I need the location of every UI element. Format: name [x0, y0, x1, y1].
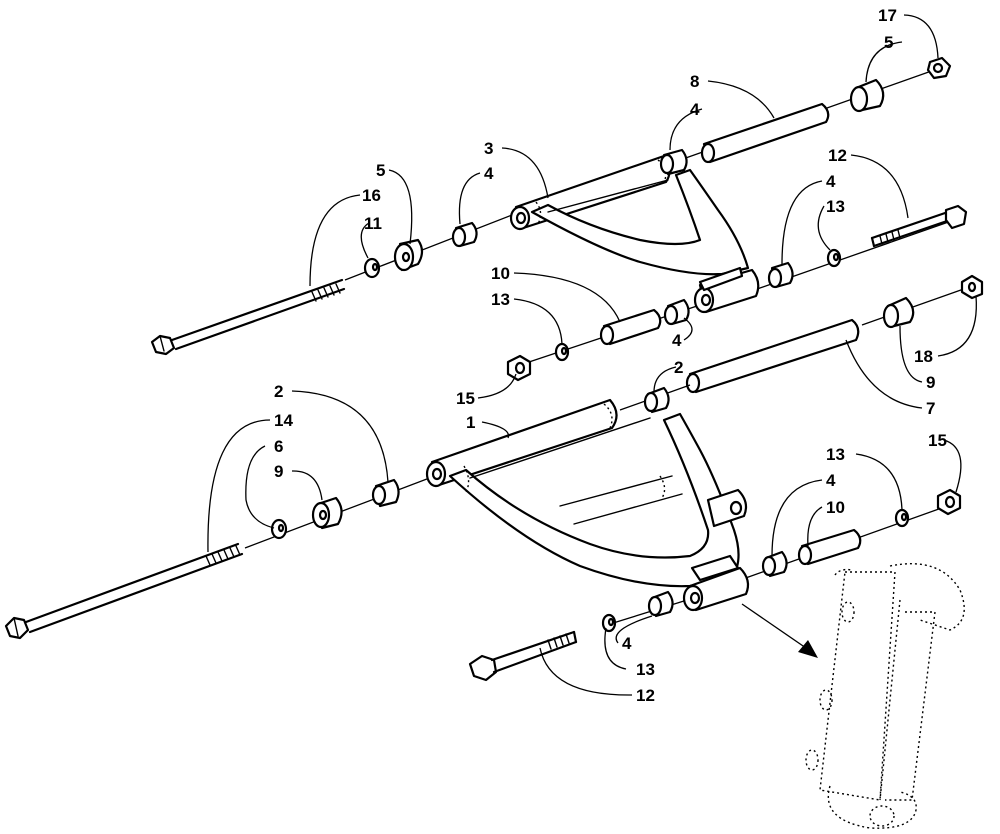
nut-17 — [926, 56, 952, 80]
callout-10-a: 10 — [491, 264, 510, 283]
washer-13-lower-left — [601, 613, 617, 633]
nut-18 — [960, 274, 984, 300]
flanged-bushing-9-lower — [311, 496, 343, 530]
bolt-16 — [150, 278, 346, 356]
bushing-4-lower-left — [647, 590, 674, 618]
callout-13-c: 13 — [826, 445, 845, 464]
bushing-2-lower-front — [371, 478, 400, 508]
flanged-bushing-9-upper — [882, 296, 915, 329]
sleeve-10-lower — [797, 528, 862, 566]
callout-4-b: 4 — [484, 164, 494, 183]
callout-4-e: 4 — [826, 471, 836, 490]
bolt-14 — [4, 542, 244, 640]
callout-13-a: 13 — [826, 197, 845, 216]
leader-lines — [207, 14, 977, 696]
callout-15-b: 15 — [928, 431, 947, 450]
bolt-12-bottom — [468, 630, 578, 682]
callout-labels: 17 5 8 4 3 4 5 16 11 12 4 13 10 13 4 15 … — [274, 6, 947, 705]
callout-14: 14 — [274, 411, 293, 430]
callout-5-left: 5 — [376, 161, 385, 180]
callout-6: 6 — [274, 437, 283, 456]
shaft-7 — [685, 318, 860, 394]
callout-11: 11 — [364, 214, 382, 233]
axis-line-upper-shaft — [861, 284, 976, 326]
callout-9-a: 9 — [926, 373, 935, 392]
bushing-2-lower-rear — [643, 386, 670, 414]
callout-3: 3 — [484, 139, 493, 158]
callout-15-a: 15 — [456, 389, 475, 408]
flanged-bushing-5-top — [849, 78, 885, 113]
washer-6 — [270, 518, 288, 540]
bushing-4-upper-right — [767, 261, 794, 289]
sleeve-8 — [700, 102, 830, 164]
arrow-to-spindle — [741, 603, 818, 658]
callout-12-bottom: 12 — [636, 686, 655, 705]
callout-2-a: 2 — [674, 358, 683, 377]
callout-4-d: 4 — [672, 331, 682, 350]
bushing-4-upper-rear — [659, 148, 688, 176]
bushing-4-upper-lower — [663, 298, 690, 326]
lower-a-arm-1 — [425, 398, 750, 612]
callout-1: 1 — [466, 413, 475, 432]
flanged-bushing-5-left — [393, 238, 424, 272]
nut-15-upper — [506, 354, 532, 382]
washer-13-upper-lower — [554, 342, 570, 362]
bushing-4-upper-front — [451, 221, 478, 248]
nut-15-lower — [936, 488, 962, 516]
callout-8: 8 — [690, 72, 699, 91]
bushing-4-lower-right — [761, 550, 788, 578]
callout-16: 16 — [362, 186, 381, 205]
callout-13-d: 13 — [636, 660, 655, 679]
callout-7: 7 — [926, 399, 935, 418]
callout-5-top: 5 — [884, 33, 893, 52]
spindle-phantom — [805, 563, 965, 829]
bolt-12-top — [870, 204, 968, 248]
callout-4-f: 4 — [622, 634, 632, 653]
callout-2-b: 2 — [274, 382, 283, 401]
callout-18: 18 — [914, 347, 933, 366]
sleeve-10-upper — [599, 308, 662, 346]
callout-17-top: 17 — [878, 6, 897, 25]
callout-4-c: 4 — [826, 172, 836, 191]
washer-13-upper — [826, 248, 842, 268]
callout-13-b: 13 — [491, 290, 510, 309]
upper-a-arm-3 — [509, 154, 760, 314]
callout-12-top: 12 — [828, 146, 847, 165]
washer-11 — [363, 257, 381, 279]
callout-9-b: 9 — [274, 462, 283, 481]
callout-4-a: 4 — [690, 100, 700, 119]
washer-13-lower-right — [894, 508, 910, 528]
callout-10-b: 10 — [826, 498, 845, 517]
